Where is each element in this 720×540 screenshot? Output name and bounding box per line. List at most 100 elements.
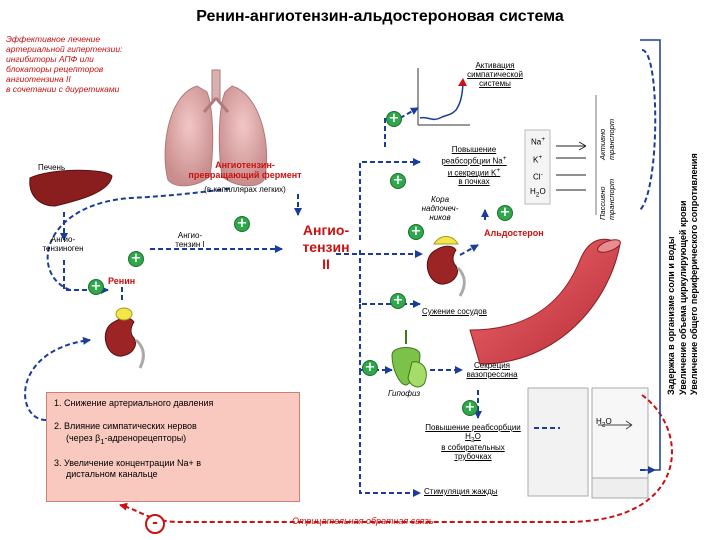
angiotensin-2-line-1: Ангио- — [302, 222, 350, 238]
adrenal-cortex-label: Кора надпочеч- ников — [410, 195, 470, 223]
plus-icon: + — [390, 293, 406, 309]
passive-transport-label: Пассивно транспорт — [598, 179, 616, 220]
cause-3-detail: дистальном канальце — [66, 468, 158, 479]
water-reabsorption-line-3: в собирательных — [441, 443, 505, 453]
reabsorption-line-2: реабсорбции Na+ — [424, 155, 524, 167]
angiotensin-2-label: Ангио- тензин II — [286, 222, 366, 272]
plus-icon: + — [390, 173, 406, 189]
minus-icon: - — [145, 514, 165, 534]
blood-vessel-illustration — [469, 238, 621, 365]
cause-2-sub: 1 — [100, 436, 105, 446]
ion-cl-text: Cl — [533, 172, 541, 182]
plus-icon: + — [128, 251, 144, 267]
ion-k-sign: + — [538, 154, 543, 161]
plus-icon: + — [497, 205, 513, 221]
active-transport-label: Активно транспорт — [598, 119, 616, 160]
cause-2-beta: (через β — [66, 432, 101, 443]
ion-h2o-h: H — [530, 187, 536, 196]
treatment-line-3: ингибиторы АПФ или — [6, 54, 94, 65]
angiotensin-2-line-2: тензин — [302, 238, 350, 255]
effect-salt-water-retention: Задержка в организме соли и воды — [666, 236, 676, 395]
right-brace — [640, 39, 661, 471]
reabsorption-line-4: в почках — [458, 177, 490, 187]
treatment-line-2: артериальной гипертензии: — [6, 44, 123, 55]
active-line-1: Активно — [598, 128, 607, 160]
treatment-note: Эффективное лечение артериальной гиперте… — [6, 34, 164, 94]
treatment-line-4: блокаторы рецепторов — [6, 64, 104, 75]
liver-illustration — [29, 169, 113, 207]
ion-k: K+ — [533, 154, 542, 166]
sympathetic-activity-chart — [417, 68, 470, 126]
plus-icon: + — [88, 279, 104, 295]
angiotensinogen-label: Ангио- тензиноген — [28, 235, 98, 254]
plus-icon: + — [408, 224, 424, 240]
water-h: H — [465, 431, 471, 441]
angiotensin-1-label: Ангио- тензин I — [160, 231, 220, 250]
plus-icon: + — [462, 400, 478, 416]
angiotensin-1-line-1: Ангио- — [177, 231, 203, 240]
water-reabsorption-line-1: Повышение реабсорбции — [425, 423, 521, 432]
duct-h2o: H2O — [596, 417, 612, 429]
cause-1: 1. Снижение артериального давления — [54, 398, 214, 408]
duct-h: H — [596, 417, 602, 426]
water-reabsorption-label: Повышение реабсорбции H2O в собирательны… — [410, 423, 536, 462]
ace-label: Ангиотензин- превращающий фермент — [170, 160, 320, 180]
ion-na: Na+ — [531, 136, 545, 148]
treatment-line-5: ангиотензина II — [6, 74, 71, 85]
adrenal-line-1: Кора — [430, 195, 450, 204]
effect-blood-volume: Увеличение объема циркулирующей крови — [677, 200, 688, 395]
reabsorption-k-text: и секреции K — [447, 168, 497, 178]
angiotensin-1-line-2: тензин I — [175, 239, 205, 249]
passive-line-1: Пассивно — [598, 186, 607, 221]
negative-feedback-arrow — [119, 394, 673, 523]
ion-na-text: Na — [531, 137, 542, 147]
plus-icon: + — [386, 111, 402, 127]
ion-h2o-o: O — [539, 187, 546, 196]
ion-na-sign: + — [541, 136, 546, 143]
vasoconstriction-label: Сужение сосудов — [422, 307, 487, 316]
water-sub: 2 — [470, 436, 475, 444]
reabsorption-k-sign: + — [496, 166, 501, 174]
liver-label: Печень — [38, 163, 66, 172]
page-title: Ренин-ангиотензин-альдостероновая систем… — [196, 8, 564, 25]
sympathetic-line-2: симпатической — [467, 69, 523, 79]
adrenal-line-2: надпочеч- — [421, 203, 459, 213]
sympathetic-line-3: системы — [479, 78, 511, 88]
angiotensinogen-line-1: Ангио- — [50, 235, 76, 244]
adrenal-line-3: ников — [429, 212, 451, 222]
collecting-duct-panel — [527, 387, 649, 499]
ace-line-1: Ангиотензин- — [215, 160, 275, 170]
thirst-label: Стимуляция жажды — [424, 487, 498, 496]
reabsorption-label: Повышение реабсорбции Na+ и секреции K+ … — [424, 145, 524, 187]
vasopressin-label: Секреция вазопрессина — [452, 361, 532, 380]
passive-line-2: транспорт — [607, 178, 616, 220]
reabsorption-na-sign: + — [502, 154, 507, 162]
renin-label: Ренин — [108, 276, 136, 286]
causes-list: 1. Снижение артериального давления 2. Вл… — [54, 398, 294, 480]
vasopressin-line-2: вазопрессина — [466, 369, 518, 379]
duct-o: O — [605, 417, 612, 426]
kidney-adrenal-illustration — [426, 236, 466, 297]
ion-h2o: H2O — [530, 187, 546, 199]
lungs-illustration — [164, 69, 268, 187]
ion-cl: Cl- — [533, 171, 543, 183]
duct-sub: 2 — [601, 421, 606, 429]
causes-box — [46, 392, 300, 502]
water-reabsorption-line-2: H2O — [410, 431, 536, 444]
cause-2-rest: -адренорецепторы) — [104, 432, 187, 443]
cause-2-detail: (через β1-адренорецепторы) — [54, 433, 294, 446]
plus-icon: + — [362, 360, 378, 376]
cause-2: 2. Влияние симпатических нервов — [54, 421, 197, 432]
aldosterone-label: Альдостерон — [484, 228, 544, 238]
ion-cl-sign: - — [540, 171, 543, 178]
treatment-line-1: Эффективное лечение — [6, 34, 101, 44]
pituitary-label: Гипофиз — [388, 389, 421, 398]
treatment-line-6: в сочетании с диуретиками — [6, 84, 120, 95]
systemic-effects: Задержка в организме соли и воды Увеличе… — [666, 153, 701, 395]
ion-h2o-sub: 2 — [535, 191, 540, 199]
plus-icon: + — [234, 216, 250, 232]
reabsorption-na-text: реабсорбции Na — [441, 156, 503, 166]
feedback-label: Отрицательная обратная связь — [292, 516, 434, 526]
causes-arrow — [24, 336, 91, 421]
